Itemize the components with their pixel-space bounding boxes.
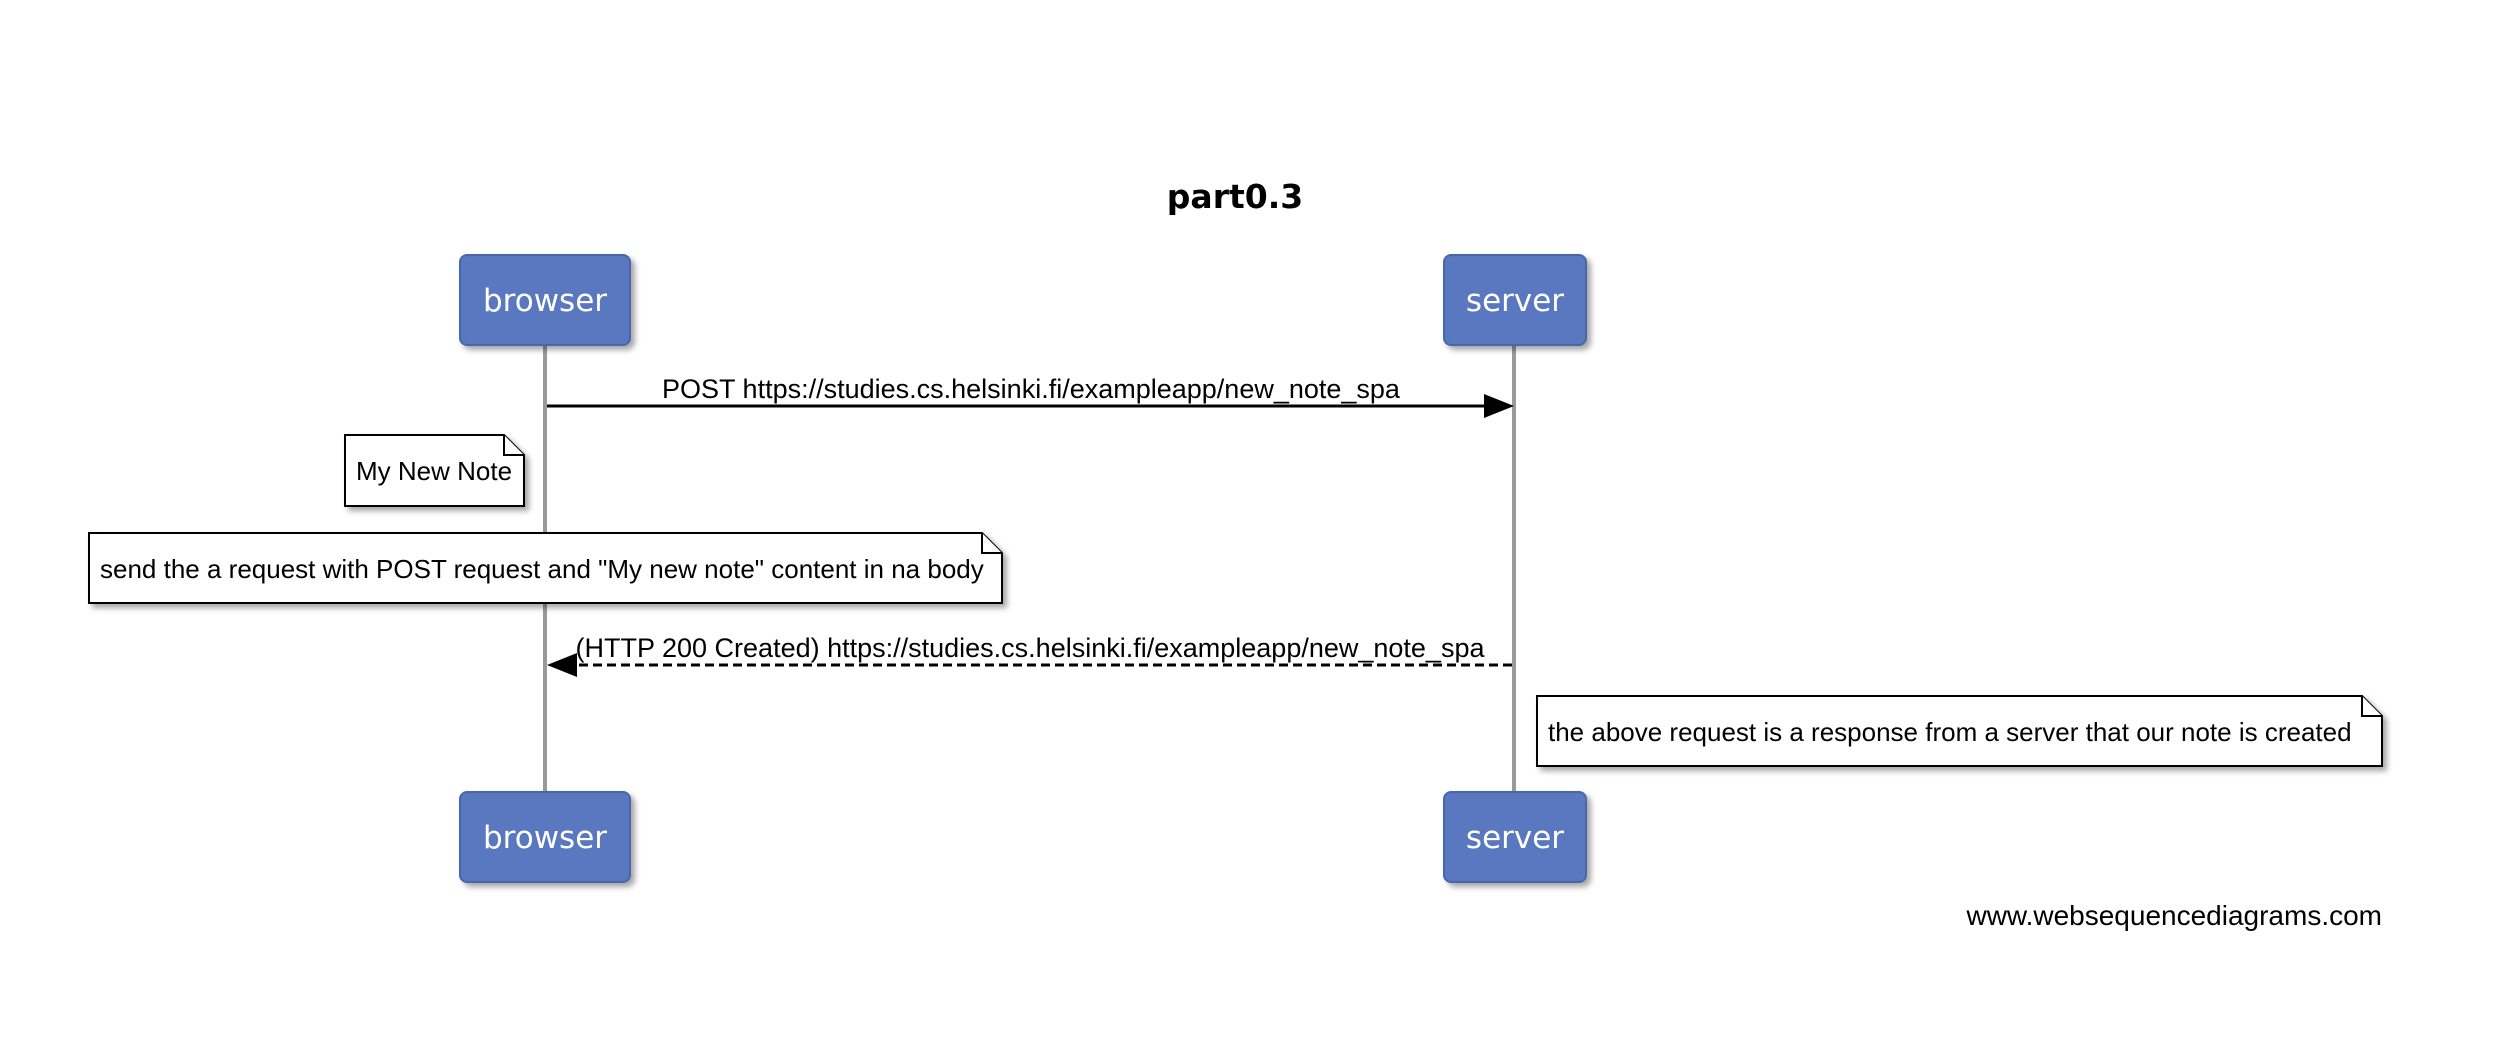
message-post-request: POST https://studies.cs.helsinki.fi/exam… (547, 374, 1514, 418)
message-http-200-response: (HTTP 200 Created) https://studies.cs.he… (547, 633, 1512, 677)
participant-server-bottom-label: server (1466, 820, 1564, 856)
participant-server-top: server (1443, 254, 1587, 346)
participant-server-bottom: server (1443, 791, 1587, 883)
note-my-new-note: My New Note (344, 434, 525, 507)
participant-browser-top-label: browser (483, 283, 607, 319)
note-my-new-note-text: My New Note (356, 456, 512, 486)
participant-browser-bottom-label: browser (483, 820, 607, 856)
note-send-request: send the a request with POST request and… (88, 532, 1003, 604)
note-response-explanation: the above request is a response from a s… (1536, 695, 2383, 767)
message-response-arrowhead (547, 653, 577, 677)
note-send-request-text: send the a request with POST request and… (100, 554, 984, 584)
participant-browser-bottom: browser (459, 791, 631, 883)
message-post-label: POST https://studies.cs.helsinki.fi/exam… (662, 374, 1401, 404)
diagram-title: part0.3 (1167, 177, 1303, 216)
watermark-link[interactable]: www.websequencediagrams.com (1965, 900, 2382, 931)
message-post-arrowhead (1484, 394, 1514, 418)
message-response-label: (HTTP 200 Created) https://studies.cs.he… (576, 633, 1486, 663)
participant-browser-top: browser (459, 254, 631, 346)
note-response-explanation-text: the above request is a response from a s… (1548, 717, 2352, 747)
participant-server-top-label: server (1466, 283, 1564, 319)
